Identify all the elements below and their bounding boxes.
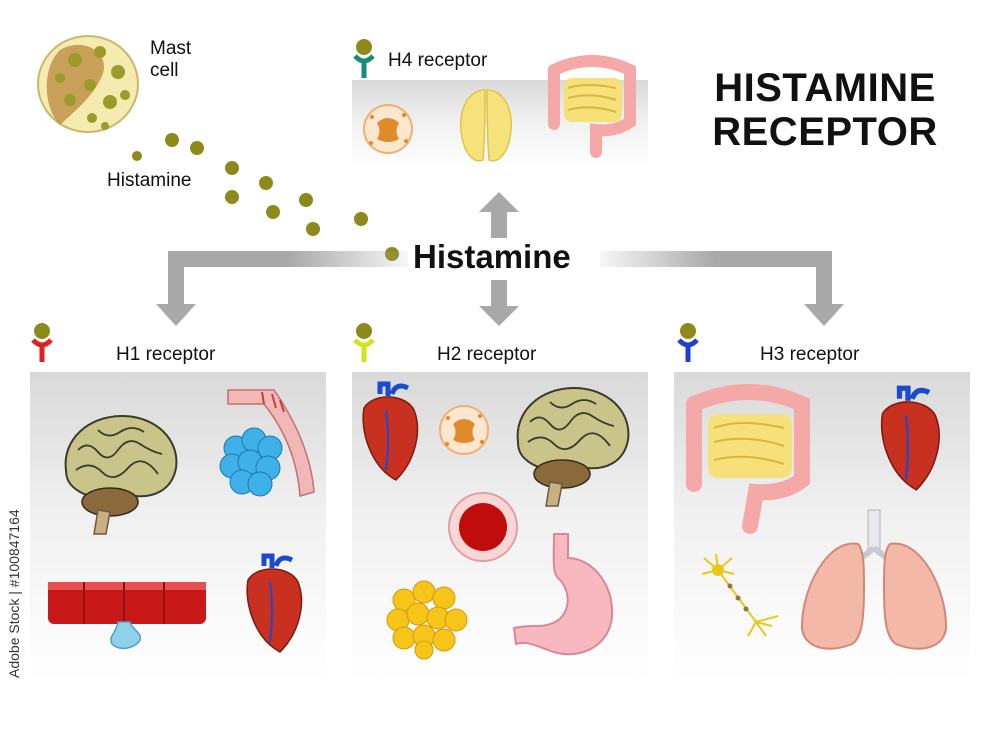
- h2-fat-cells-icon: [386, 580, 468, 660]
- h1-receptor-label: H1 receptor: [116, 344, 216, 365]
- arrow-left-h1: [156, 251, 408, 326]
- mast-cell-label: Mast cell: [150, 38, 191, 82]
- h3-receptor-icon: [677, 323, 699, 362]
- stock-watermark: Adobe Stock | #100847164: [4, 498, 26, 678]
- h1-brain-icon: [64, 414, 178, 535]
- arrow-down-h2: [479, 280, 519, 326]
- stock-watermark-text: Adobe Stock | #100847164: [6, 509, 22, 678]
- h2-stomach-icon: [512, 533, 614, 656]
- arrow-right-h3: [600, 251, 844, 326]
- h1-heart-icon: [246, 553, 303, 653]
- h2-granulocyte-icon: [439, 405, 489, 455]
- h4-granulocyte-icon: [363, 104, 413, 154]
- histamine-release-label: Histamine: [107, 170, 192, 191]
- h3-intestine-icon: [686, 384, 810, 534]
- title-line-1: HISTAMINE: [714, 66, 936, 110]
- h3-neuron-icon: [701, 553, 779, 637]
- h3-lungs-icon: [800, 509, 948, 650]
- h2-receptor-label: H2 receptor: [437, 344, 537, 365]
- h2-heart-icon: [362, 381, 419, 481]
- h1-bronchi-alveoli-icon: [219, 389, 315, 497]
- h4-receptor-icon: [353, 39, 375, 78]
- h3-heart-icon: [880, 385, 940, 491]
- mast-cell-label-line2: cell: [150, 60, 179, 81]
- h2-brain-icon: [516, 386, 630, 507]
- mast-cell-label-line1: Mast: [150, 38, 192, 59]
- h1-blood-vessel-icon: [48, 582, 206, 650]
- h4-thymus-icon: [460, 89, 512, 162]
- h4-intestine-icon: [548, 55, 636, 158]
- h2-artery-cross-section-icon: [448, 492, 518, 562]
- h4-receptor-label: H4 receptor: [388, 50, 488, 71]
- histamine-particles: [132, 133, 399, 261]
- arrow-up-h4: [479, 192, 519, 238]
- title-line-2: RECEPTOR: [712, 110, 938, 154]
- h3-receptor-label: H3 receptor: [760, 344, 860, 365]
- page-title: HISTAMINE RECEPTOR: [700, 66, 950, 154]
- histamine-center-label: Histamine: [413, 238, 571, 275]
- h2-receptor-icon: [353, 323, 375, 362]
- mast-cell-illustration: [37, 35, 139, 133]
- h1-receptor-icon: [31, 323, 53, 362]
- flow-arrows: [156, 192, 844, 326]
